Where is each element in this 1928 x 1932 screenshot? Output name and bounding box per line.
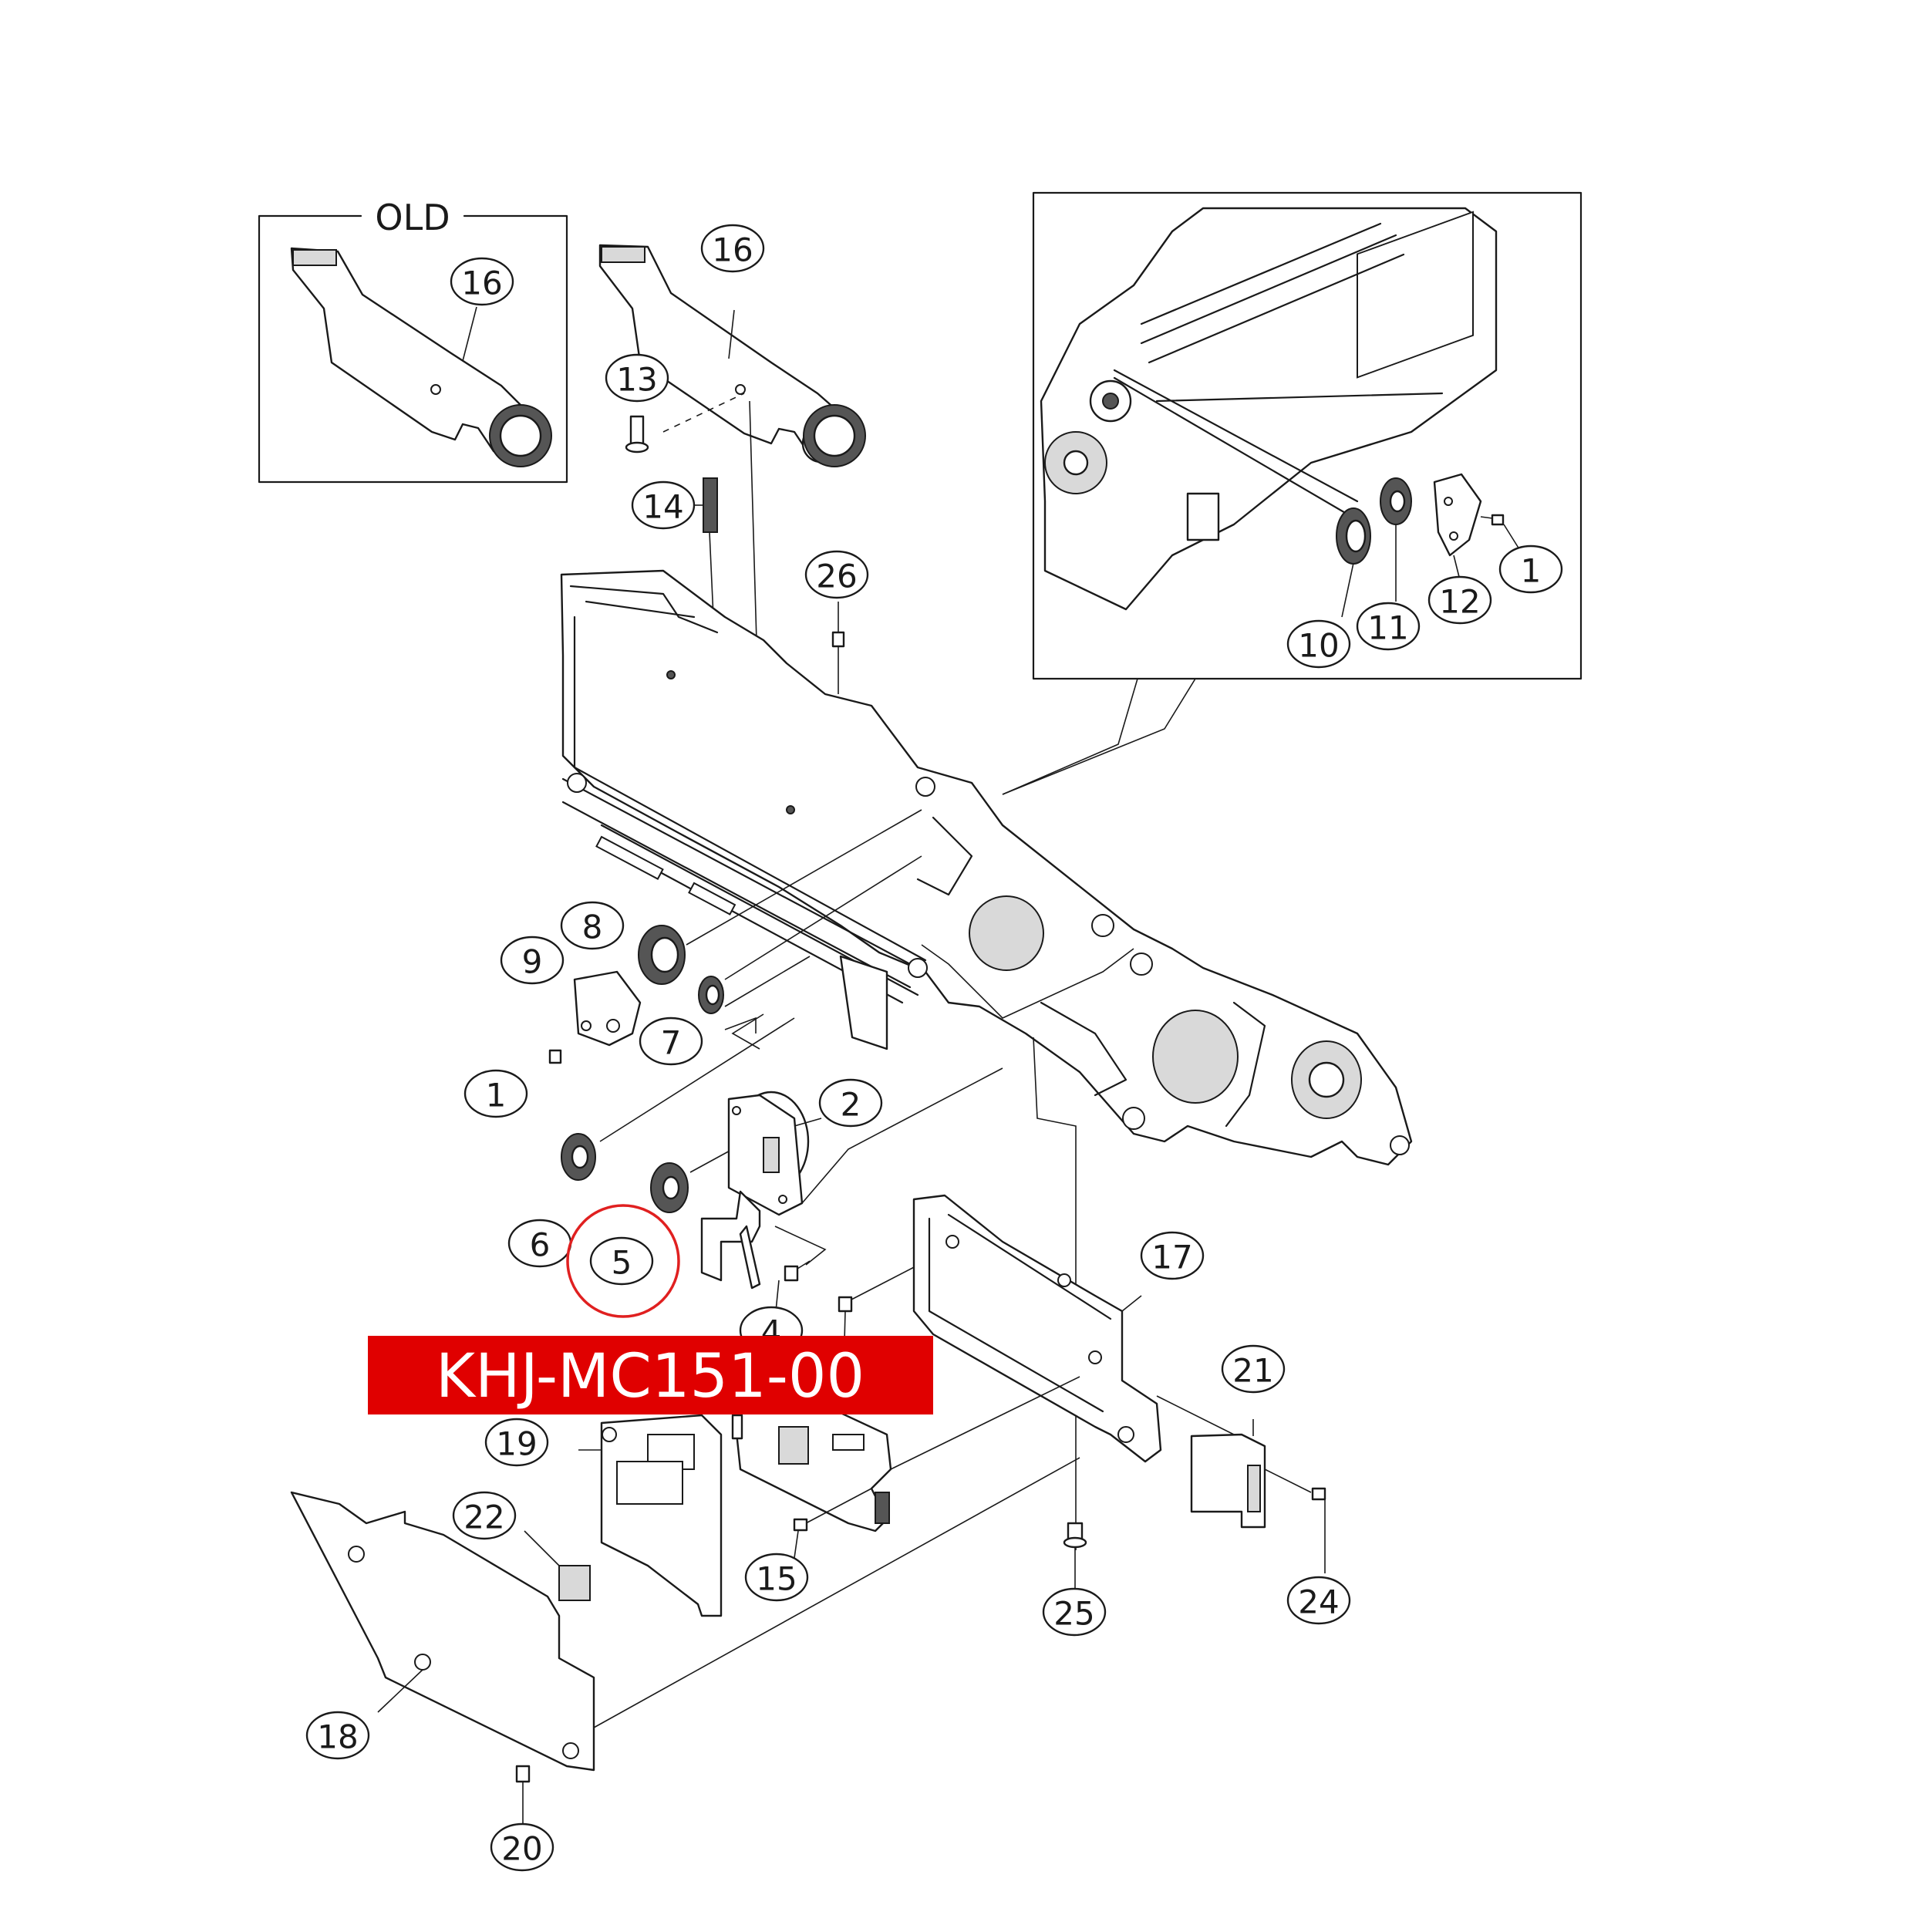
gear-5 xyxy=(650,1148,733,1213)
callout-13: 13 xyxy=(605,353,669,403)
callout-12: 12 xyxy=(1427,575,1492,625)
svg-text:14: 14 xyxy=(642,488,683,526)
detail-inset xyxy=(1032,191,1583,680)
screw-4 xyxy=(774,1260,811,1320)
callout-2: 2 xyxy=(818,1078,883,1128)
old-lever-arm xyxy=(290,247,552,467)
cover-18 xyxy=(290,1457,1080,1851)
gear-8 xyxy=(638,809,922,985)
old-version-box: OLD xyxy=(258,197,568,484)
svg-text:6: 6 xyxy=(530,1226,551,1264)
gear-7 xyxy=(698,855,922,1014)
svg-text:9: 9 xyxy=(522,943,543,981)
part-number-banner: KHJ-MC151-00 xyxy=(368,1336,933,1414)
svg-text:19: 19 xyxy=(496,1425,537,1463)
svg-text:8: 8 xyxy=(582,909,603,946)
svg-text:1: 1 xyxy=(1521,552,1542,590)
callout-16: 16 xyxy=(700,224,765,273)
callout-10: 10 xyxy=(1286,619,1351,669)
svg-text:20: 20 xyxy=(501,1830,542,1868)
connector-21 xyxy=(1190,1419,1326,1573)
shield-19 xyxy=(578,1414,723,1617)
screw-plate xyxy=(838,1296,853,1313)
callout-1-left: 1 xyxy=(463,1069,528,1118)
svg-text:16: 16 xyxy=(712,231,753,269)
callout-14: 14 xyxy=(631,480,696,530)
svg-text:10: 10 xyxy=(1298,627,1339,665)
old-box-label: OLD xyxy=(375,197,450,238)
gear-6 xyxy=(561,1017,795,1181)
highlight-circle xyxy=(566,1204,680,1318)
callout-16-old: 16 xyxy=(450,257,514,306)
svg-text:7: 7 xyxy=(661,1024,682,1062)
motor-2 xyxy=(700,1067,1003,1290)
callout-1-inset: 1 xyxy=(1498,545,1563,594)
svg-text:1: 1 xyxy=(486,1077,507,1114)
screw-1-left xyxy=(548,1049,562,1064)
callout-26: 26 xyxy=(804,550,869,599)
feeder-frame xyxy=(560,569,1413,1550)
callout-18: 18 xyxy=(305,1711,370,1760)
label-22 xyxy=(524,1530,591,1601)
callout-9: 9 xyxy=(500,936,565,985)
callout-24: 24 xyxy=(1286,1576,1351,1625)
pin-13 xyxy=(625,393,745,453)
svg-text:11: 11 xyxy=(1367,609,1408,647)
screw-26 xyxy=(831,602,845,694)
svg-text:24: 24 xyxy=(1298,1583,1339,1621)
svg-text:16: 16 xyxy=(461,265,502,302)
svg-text:17: 17 xyxy=(1151,1239,1192,1276)
callout-7: 7 xyxy=(639,1017,703,1066)
svg-text:5: 5 xyxy=(612,1244,632,1282)
svg-text:22: 22 xyxy=(463,1499,504,1536)
part-number-text: KHJ-MC151-00 xyxy=(436,1342,865,1411)
side-frame-17 xyxy=(912,1194,1250,1463)
svg-text:13: 13 xyxy=(616,361,657,399)
callout-21: 21 xyxy=(1221,1344,1286,1394)
svg-text:25: 25 xyxy=(1053,1595,1094,1633)
svg-text:26: 26 xyxy=(816,558,857,595)
callout-17: 17 xyxy=(1140,1231,1205,1280)
spring-14 xyxy=(694,477,718,618)
callout-11: 11 xyxy=(1356,602,1421,651)
callout-5: 5 xyxy=(589,1236,654,1286)
callout-15: 15 xyxy=(744,1553,809,1602)
callout-8: 8 xyxy=(560,901,625,950)
svg-text:12: 12 xyxy=(1439,583,1480,621)
svg-text:21: 21 xyxy=(1232,1352,1273,1390)
svg-text:18: 18 xyxy=(317,1718,358,1756)
bracket-9 xyxy=(573,970,642,1047)
svg-text:2: 2 xyxy=(841,1086,861,1124)
callout-6: 6 xyxy=(507,1219,572,1268)
callout-20: 20 xyxy=(490,1822,554,1872)
lever-arm xyxy=(598,244,866,750)
callout-22: 22 xyxy=(452,1491,517,1540)
callout-25: 25 xyxy=(1042,1587,1107,1637)
callout-19: 19 xyxy=(484,1418,549,1467)
svg-text:15: 15 xyxy=(756,1560,797,1598)
